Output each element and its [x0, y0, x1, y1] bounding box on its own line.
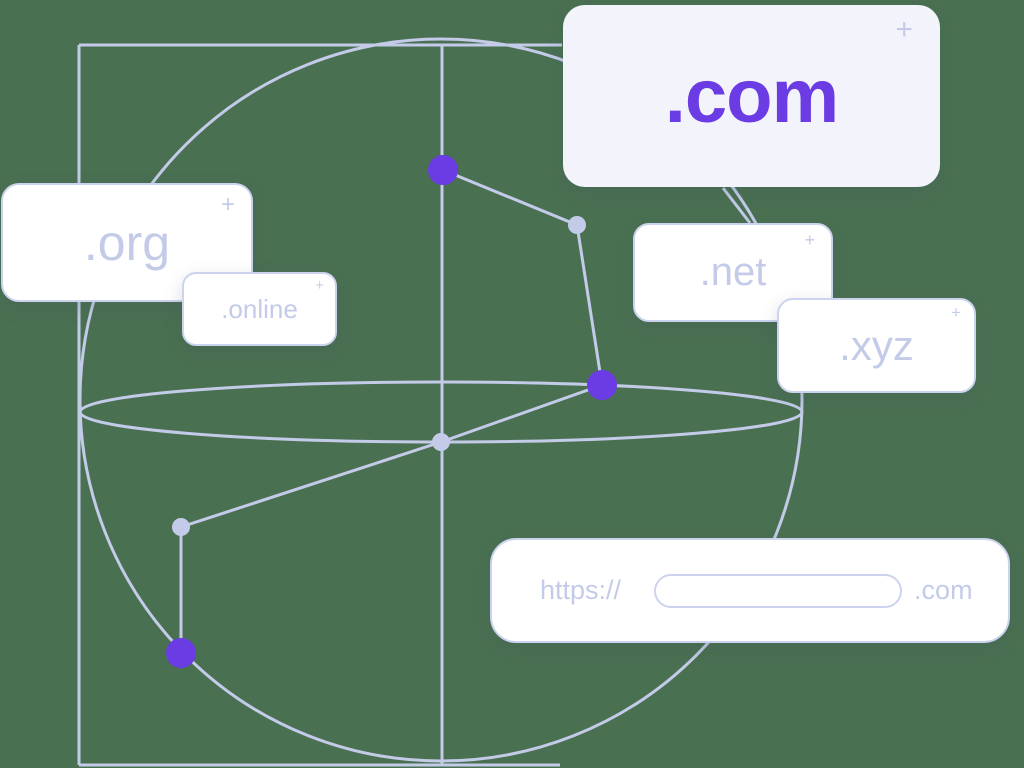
purple-node-dot	[166, 638, 196, 668]
purple-node-dot	[428, 155, 458, 185]
plus-icon[interactable]: +	[951, 303, 961, 322]
small-node-dot	[568, 216, 586, 234]
small-node-dot	[172, 518, 190, 536]
domain-card-online[interactable]: + .online	[182, 272, 337, 346]
network-path	[179, 168, 604, 653]
domain-card-com[interactable]: + .com	[563, 5, 940, 187]
com-net-connector-line	[721, 187, 752, 224]
domain-card-label: .xyz	[839, 321, 914, 369]
plus-icon[interactable]: +	[220, 191, 235, 218]
domain-card-label: .com	[664, 53, 839, 139]
domain-card-label: .online	[221, 293, 298, 324]
plus-icon[interactable]: +	[804, 230, 815, 250]
domain-card-label: .net	[699, 250, 767, 294]
center-node-dot	[432, 433, 450, 451]
url-bar[interactable]: https:// .com	[490, 538, 1010, 643]
domain-card-xyz[interactable]: + .xyz	[777, 298, 976, 393]
url-tld-label: .com	[914, 575, 973, 605]
url-protocol-label: https://	[540, 575, 622, 605]
domain-card-label: .org	[83, 214, 171, 271]
purple-node-dot	[587, 370, 617, 400]
plus-icon[interactable]: +	[315, 277, 324, 294]
domain-name-input[interactable]	[654, 573, 903, 608]
plus-icon[interactable]: +	[895, 13, 913, 46]
